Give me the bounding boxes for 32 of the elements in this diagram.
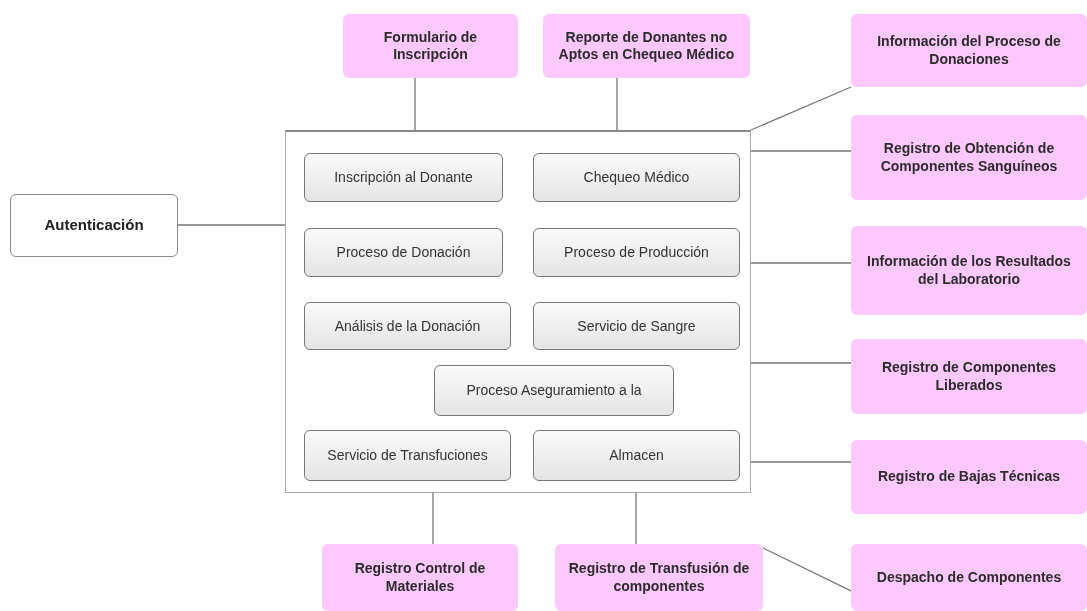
system-frame <box>285 130 751 493</box>
data-box: Reporte de Donantes no Aptos en Chequeo Médico <box>543 14 750 78</box>
connector-line <box>750 262 852 264</box>
module-button: Servicio de Sangre <box>533 302 740 350</box>
data-box: Registro de Obtención de Componentes Sanguíneos <box>851 115 1087 200</box>
module-button: Análisis de la Donación <box>304 302 511 350</box>
connector-line <box>177 224 286 226</box>
module-button: Proceso Aseguramiento a la <box>434 365 674 416</box>
data-box: Despacho de Componentes <box>851 544 1087 611</box>
connector-line <box>750 86 852 131</box>
data-box: Registro Control de Materiales <box>322 544 518 611</box>
module-button: Almacen <box>533 430 740 481</box>
module-button: Servicio de Transfuciones <box>304 430 511 481</box>
connector-line <box>432 492 434 545</box>
data-box: Registro de Componentes Liberados <box>851 339 1087 414</box>
connector-line <box>635 492 637 545</box>
module-button: Proceso de Producción <box>533 228 740 277</box>
connector-line <box>750 150 852 152</box>
process-box: Autenticación <box>10 194 178 257</box>
module-button: Proceso de Donación <box>304 228 503 277</box>
data-box: Registro de Transfusión de componentes <box>555 544 763 611</box>
connector-line <box>750 362 852 364</box>
data-box: Formulario de Inscripción <box>343 14 518 78</box>
connector-line <box>750 461 852 463</box>
data-box: Registro de Bajas Técnicas <box>851 440 1087 514</box>
module-button: Chequeo Médico <box>533 153 740 202</box>
module-button: Inscripción al Donante <box>304 153 503 202</box>
connector-line <box>414 77 416 131</box>
data-box: Información de los Resultados del Laboratorio <box>851 226 1087 315</box>
data-box: Información del Proceso de Donaciones <box>851 14 1087 87</box>
connector-line <box>762 547 852 592</box>
connector-line <box>616 77 618 131</box>
